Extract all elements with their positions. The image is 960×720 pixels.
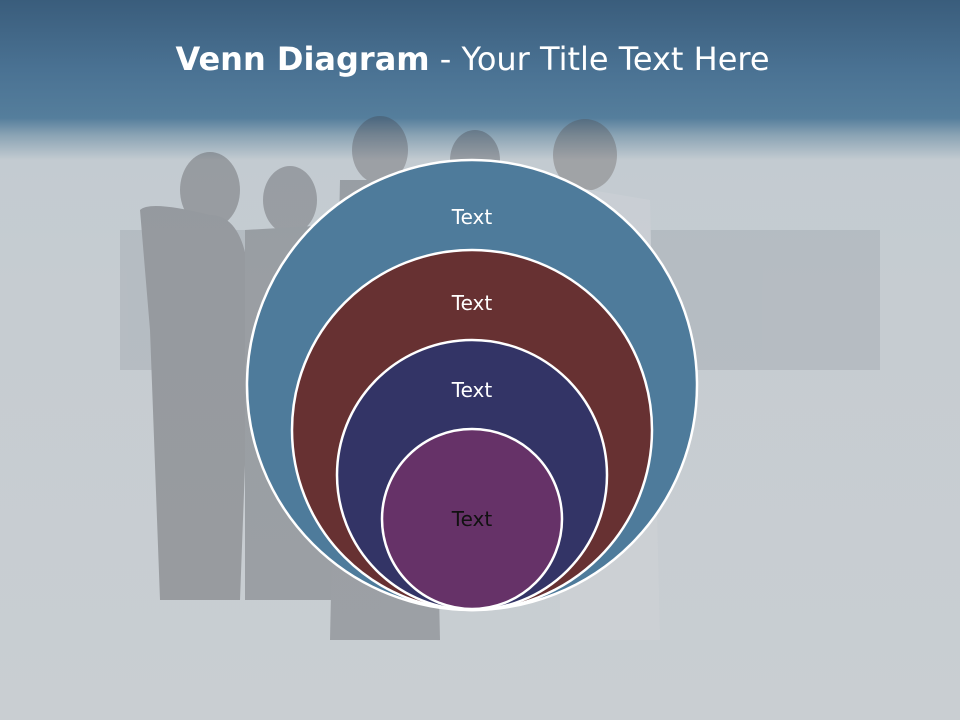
venn-circle-3-label: Text [451,378,493,402]
venn-circle-4: Text [380,427,564,611]
venn-circle-4-label: Text [451,507,493,531]
slide-title: Venn Diagram - Your Title Text Here [0,40,945,78]
venn-circle-1-label: Text [451,205,493,229]
person-2-head [263,166,317,234]
person-1-head [180,152,240,228]
slide-title-rest: - Your Title Text Here [429,40,770,78]
slide-title-bold: Venn Diagram [175,40,430,78]
person-3-head [352,116,408,184]
person-1-body [140,206,251,600]
venn-circle-2-label: Text [451,291,493,315]
person-5-head [553,119,617,191]
